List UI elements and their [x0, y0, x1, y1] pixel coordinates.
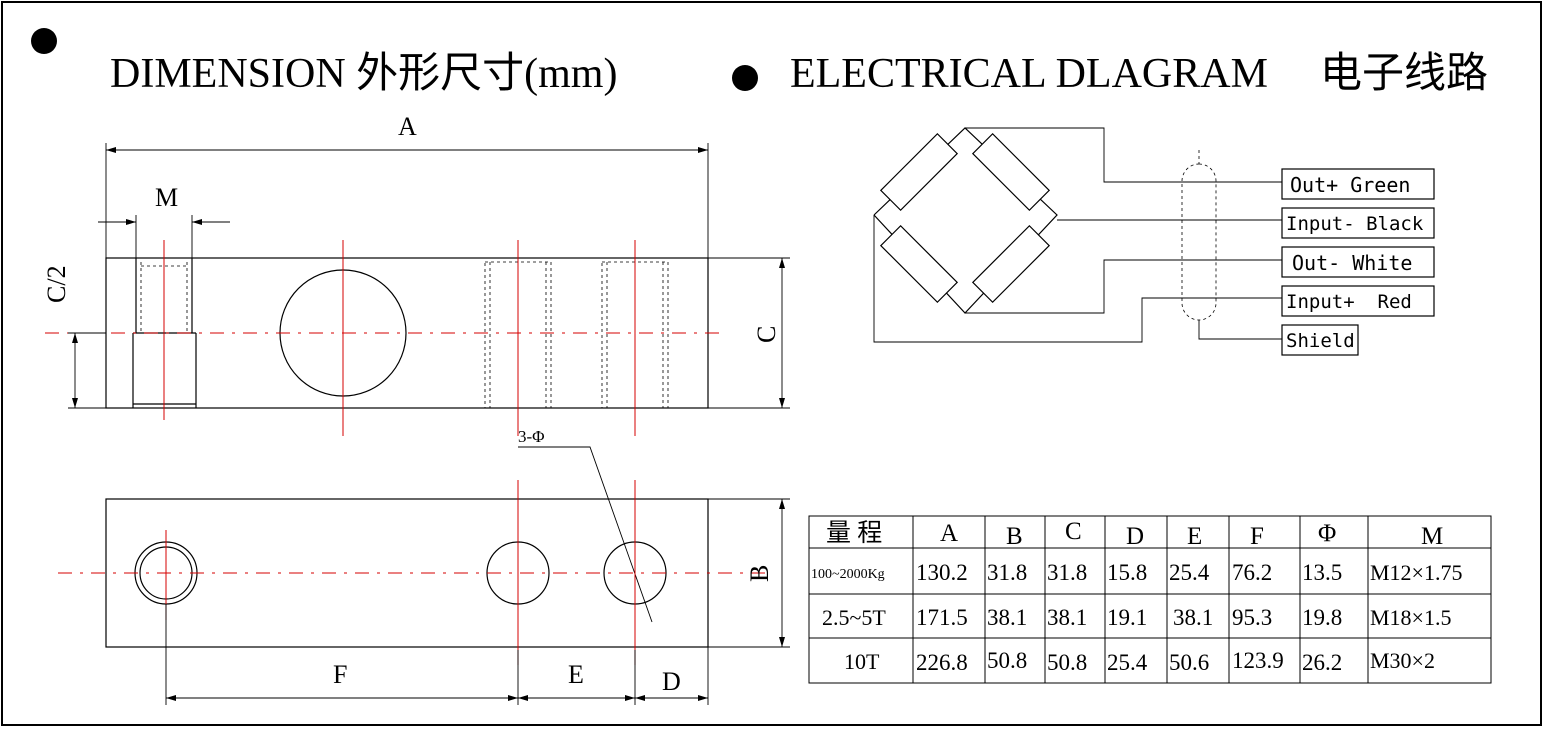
- table-header: F: [1250, 523, 1264, 550]
- dimension-heading: DIMENSION 外形尺寸(mm): [110, 51, 617, 97]
- table-cell: 19.1: [1107, 605, 1147, 630]
- table-cell: M12×1.75: [1370, 560, 1462, 585]
- dim-label-F: F: [333, 660, 347, 689]
- table-cell: 130.2: [916, 560, 968, 585]
- table-cell: 38.1: [1047, 605, 1087, 630]
- electrical-heading-cn: 电子线路: [1320, 51, 1488, 97]
- table-cell: M18×1.5: [1370, 605, 1451, 630]
- bottom-view: B F E D: [58, 480, 790, 705]
- table-cell: 2.5~5T: [822, 605, 886, 630]
- label-out-minus: Out- White: [1292, 251, 1412, 275]
- table-cell: 13.5: [1302, 560, 1342, 585]
- bridge-circuit: [873, 127, 1282, 343]
- table-cell: 26.2: [1302, 650, 1342, 675]
- dim-label-B: B: [745, 565, 774, 582]
- label-input-minus: Input- Black: [1286, 213, 1424, 235]
- top-view: A M C: [42, 112, 790, 623]
- table-header: C: [1065, 518, 1082, 545]
- label-out-plus: Out+ Green: [1290, 173, 1410, 197]
- dim-label-D: D: [662, 667, 681, 696]
- dim-label-E: E: [568, 660, 584, 689]
- table-cell: 50.8: [987, 648, 1027, 673]
- table-cell: 15.8: [1107, 560, 1147, 585]
- table-header: 量 程: [826, 519, 882, 547]
- table-header: M: [1421, 523, 1443, 550]
- table-header: Φ: [1318, 520, 1336, 547]
- table-cell: 171.5: [916, 605, 968, 630]
- table-cell: 10T: [844, 649, 880, 674]
- table-cell: 31.8: [1047, 560, 1087, 585]
- table-cell: 19.8: [1302, 605, 1342, 630]
- table-cell: 123.9: [1232, 648, 1284, 673]
- dim-label-M: M: [155, 183, 178, 212]
- bullet-dimension: [31, 28, 57, 54]
- table-cell: M30×2: [1370, 648, 1435, 673]
- table-cell: 76.2: [1232, 560, 1272, 585]
- table-cell: 100~2000Kg: [811, 567, 885, 582]
- dim-label-C-half: C/2: [42, 265, 71, 303]
- table-cell: 25.4: [1169, 560, 1210, 585]
- table-cell: 50.6: [1169, 650, 1209, 675]
- table-header: E: [1187, 523, 1202, 550]
- dim-label-C: C: [752, 326, 781, 343]
- table-header: D: [1126, 523, 1144, 550]
- table-cell: 38.1: [1173, 605, 1213, 630]
- label-shield: Shield: [1286, 330, 1355, 352]
- table-cell: 38.1: [987, 605, 1027, 630]
- label-input-plus: Input+ Red: [1286, 291, 1412, 313]
- bullet-electrical: [732, 65, 758, 91]
- table-cell: 50.8: [1047, 650, 1087, 675]
- wire-labels: Out+ Green Input- Black Out- White Input…: [1281, 168, 1435, 356]
- table-cell: 25.4: [1107, 650, 1148, 675]
- table-cell: 31.8: [987, 560, 1027, 585]
- hole-note: 3-Φ: [518, 427, 545, 446]
- table-header: A: [940, 520, 958, 547]
- dim-label-A: A: [398, 112, 417, 141]
- table-cell: 226.8: [916, 650, 968, 675]
- table-header: B: [1006, 523, 1023, 550]
- electrical-heading: ELECTRICAL DLAGRAM: [790, 51, 1268, 97]
- table-cell: 95.3: [1232, 605, 1272, 630]
- spec-table: 量 程 A B C D E F Φ M 100~2000Kg 130.2 31.…: [808, 515, 1492, 684]
